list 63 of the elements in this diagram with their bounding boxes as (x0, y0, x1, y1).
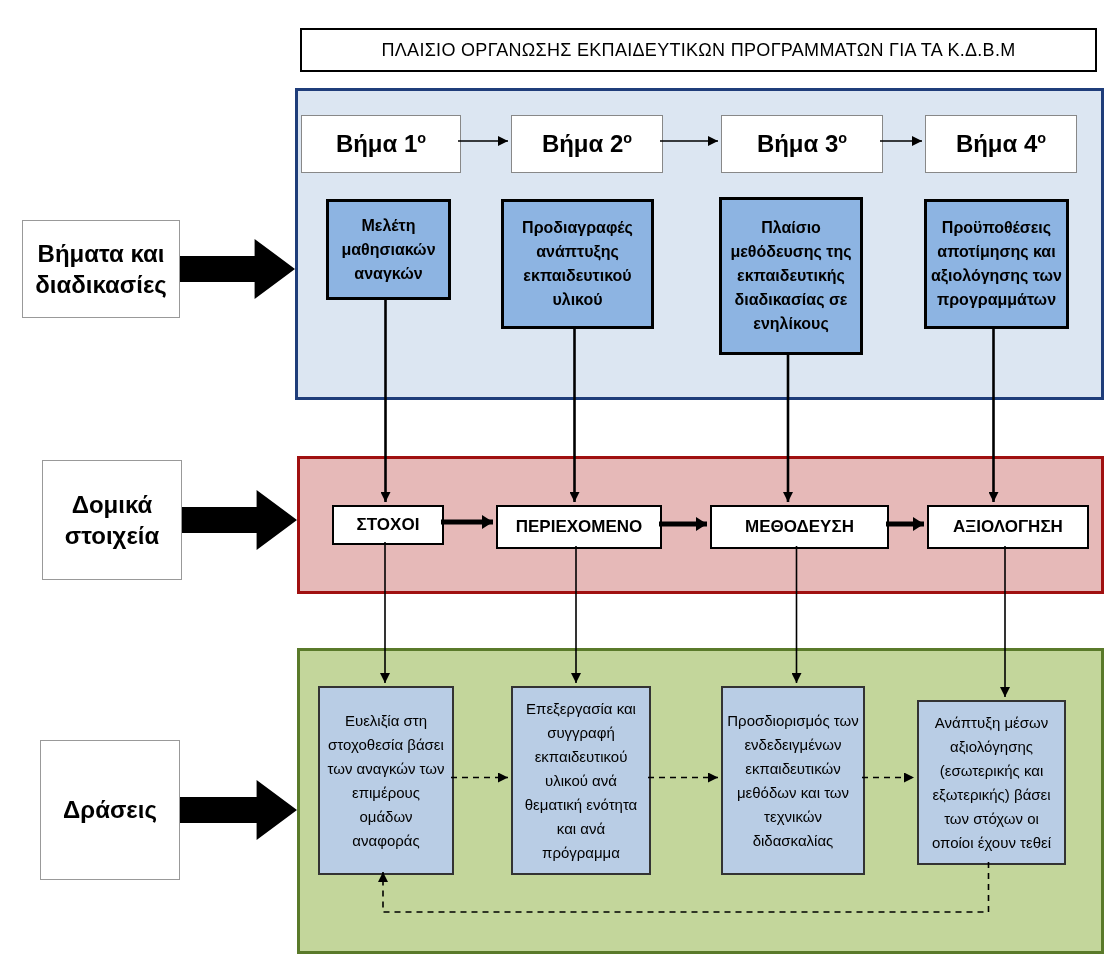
arrow (879, 136, 923, 146)
block-arrow (180, 238, 295, 300)
process-box (501, 199, 654, 329)
step-title: Βήμα 4$^{ο}$ (954, 129, 1048, 159)
arrow (783, 352, 793, 502)
action-box (917, 700, 1066, 865)
arrow (450, 772, 509, 783)
process-text: Πλαίσιο μεθόδευσης της εκπαιδευτικής διαδικασίας σε ενηλίκους (729, 218, 853, 334)
element-box (710, 505, 889, 549)
side-label: Δράσεις (62, 795, 158, 826)
side-label-box (42, 460, 182, 580)
arrow (659, 136, 719, 146)
element-text: ΑΞΙΟΛΟΓΗΣΗ (952, 516, 1064, 538)
arrow (569, 326, 580, 502)
action-text: Ανάπτυξη μέσων αξιολόγησης (εσωτερικής και εξωτερικής) βάσει των στόχων οι οποίοι έχουν τεθεί (930, 712, 1053, 853)
panel (295, 88, 1104, 400)
arrow (457, 136, 509, 146)
arrow (791, 545, 802, 684)
process-text: Προϋποθέσεις αποτίμησης και αξιολόγησης των προγραμμάτων (930, 218, 1063, 310)
panel (297, 648, 1104, 954)
process-text: Μελέτη μαθησιακών αναγκών (340, 215, 437, 284)
process-text: Προδιαγραφές ανάπτυξης εκπαιδευτικού υλικού (521, 218, 634, 310)
element-text: ΣΤΟΧΟΙ (355, 514, 421, 536)
action-box (318, 686, 454, 875)
arrow (659, 517, 707, 531)
step-box (925, 115, 1077, 173)
action-text: Επεξεργασία και συγγραφή εκπαιδευτικού υλικού ανά θεματική ενότητα και ανά πρόγραμμα (523, 698, 639, 863)
side-label-box (22, 220, 180, 318)
element-box (496, 505, 662, 549)
step-box (301, 115, 461, 173)
element-box (332, 505, 444, 545)
arrow (380, 297, 391, 502)
step-title: Βήμα 3$^{ο}$ (755, 129, 849, 159)
side-label: Δομικά στοιχεία (63, 489, 161, 551)
element-text: ΠΕΡΙΕΧΟΜΕΝΟ (514, 516, 644, 538)
arrow (1000, 545, 1010, 698)
block-arrow (182, 489, 297, 551)
arrow (647, 772, 719, 783)
action-text: Ευελιξία στη στοχοθεσία βάσει των αναγκών των επιμέρους ομάδων αναφοράς (326, 710, 446, 851)
arrow (988, 326, 999, 502)
step-box (511, 115, 663, 173)
step-title: Βήμα 2$^{ο}$ (540, 129, 634, 159)
diagram-title: ΠΛΑΙΣΙΟ ΟΡΓΑΝΩΣΗΣ ΕΚΠΑΙΔΕΥΤΙΚΩΝ ΠΡΟΓΡΑΜΜΑΤΩΝ ΓΙΑ ΤΑ Κ.Δ.Β.Μ (300, 28, 1097, 72)
arrow (571, 545, 581, 684)
process-box (924, 199, 1069, 329)
side-label-box (40, 740, 180, 880)
arrow (380, 541, 390, 684)
step-box (721, 115, 883, 173)
arrow (886, 517, 924, 531)
element-box (927, 505, 1089, 549)
panel (297, 456, 1104, 594)
action-text: Προσδιορισμός των ενδεδειγμένων εκπαιδευτικών μεθόδων και των τεχνικών διδασκαλίας (726, 710, 860, 851)
arrow (861, 772, 915, 783)
side-label: Βήματα και διαδικασίες (34, 238, 168, 300)
process-box (326, 199, 451, 300)
step-title: Βήμα 1$^{ο}$ (334, 129, 428, 159)
block-arrow (180, 779, 297, 841)
action-box (721, 686, 865, 875)
arrow (441, 515, 493, 529)
arrow (378, 861, 990, 913)
process-box (719, 197, 863, 355)
action-box (511, 686, 651, 875)
element-text: ΜΕΘΟΔΕΥΣΗ (744, 516, 855, 538)
